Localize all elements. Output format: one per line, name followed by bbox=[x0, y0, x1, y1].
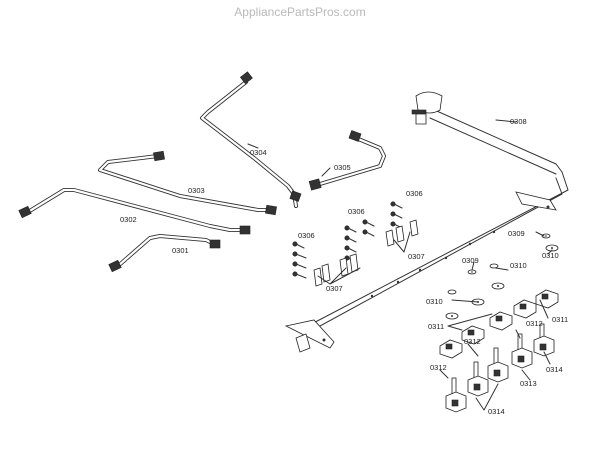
tube-0303[interactable] bbox=[98, 150, 277, 216]
washers-0309-0310[interactable] bbox=[445, 233, 559, 320]
label-0307-right: 0307 bbox=[408, 252, 425, 261]
tube-0304[interactable] bbox=[200, 71, 302, 208]
label-0302: 0302 bbox=[120, 215, 137, 224]
label-0303: 0303 bbox=[188, 186, 205, 195]
label-0304: 0304 bbox=[250, 148, 267, 157]
label-0310-middle: 0310 bbox=[510, 261, 527, 270]
watermark: AppliancePartsPros.com bbox=[234, 5, 366, 19]
label-0314-bottom: 0314 bbox=[488, 407, 505, 416]
label-0309-right: 0309 bbox=[508, 229, 525, 238]
label-0301: 0301 bbox=[172, 246, 189, 255]
clips-0307[interactable] bbox=[313, 219, 419, 287]
label-0312-left: 0312 bbox=[430, 363, 447, 372]
screws-0306-left[interactable] bbox=[292, 241, 307, 279]
screws-0306-middle[interactable] bbox=[344, 219, 375, 263]
tube-0302[interactable] bbox=[18, 188, 251, 235]
leader-lines bbox=[247, 119, 553, 411]
valves-0311[interactable] bbox=[439, 289, 559, 359]
screws-0306-right[interactable] bbox=[390, 201, 403, 229]
manifold-0308[interactable] bbox=[284, 91, 569, 353]
label-0310-left: 0310 bbox=[426, 297, 443, 306]
tube-0301[interactable] bbox=[108, 234, 221, 273]
label-0306-right: 0306 bbox=[406, 189, 423, 198]
label-0306-middle: 0306 bbox=[348, 207, 365, 216]
label-0312-right: 0312 bbox=[526, 319, 543, 328]
label-0310-right: 0310 bbox=[542, 251, 559, 260]
label-0311-left: 0311 bbox=[428, 322, 444, 331]
label-0307-left: 0307 bbox=[326, 284, 343, 293]
label-0305: 0305 bbox=[334, 163, 351, 172]
label-0312-middle: 0312 bbox=[464, 337, 481, 346]
label-0308: 0308 bbox=[510, 117, 527, 126]
label-0314-right: 0314 bbox=[546, 365, 563, 374]
label-0313: 0313 bbox=[520, 379, 537, 388]
label-0311-right: 0311 bbox=[552, 315, 568, 324]
label-0309-left: 0309 bbox=[462, 256, 479, 265]
tube-0305[interactable] bbox=[308, 130, 386, 191]
label-0306-left: 0306 bbox=[298, 231, 315, 240]
valves-0314[interactable] bbox=[445, 323, 555, 413]
